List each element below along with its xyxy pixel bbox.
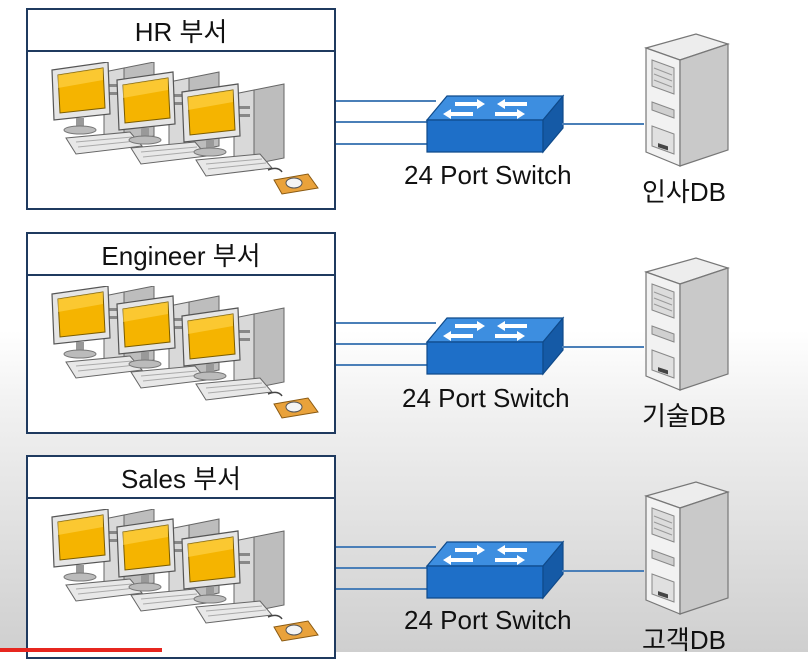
link-line [336,121,436,123]
workstations-group-icon [51,62,319,195]
workstations-group-icon [51,286,319,419]
dept-title-engineer: Engineer 부서 [28,234,334,276]
link-line [336,364,436,366]
link-line [336,143,436,145]
network-switch-icon [425,540,565,600]
video-progress-bar[interactable] [0,648,162,652]
link-line [562,346,644,348]
database-server-icon [644,481,730,615]
switch-label: 24 Port Switch [402,383,570,413]
dept-title-hr: HR 부서 [28,10,334,52]
link-line [336,588,436,590]
database-server-icon [644,33,730,167]
dept-title-sales: Sales 부서 [28,457,334,499]
database-server-icon [644,257,730,391]
switch-label: 24 Port Switch [404,605,572,635]
switch-label: 24 Port Switch [404,160,572,190]
dept-box-hr: HR 부서 [26,8,336,210]
link-line [336,546,436,548]
link-line [336,343,436,345]
network-switch-icon [425,316,565,376]
link-line [562,570,644,572]
network-switch-icon [425,94,565,154]
db-label: 인사DB [642,177,726,207]
db-label: 기술DB [642,401,726,431]
link-line [336,322,436,324]
dept-box-engineer: Engineer 부서 [26,232,336,434]
link-line [336,100,436,102]
db-label: 고객DB [642,625,726,655]
link-line [336,567,436,569]
link-line [562,123,644,125]
dept-box-sales: Sales 부서 [26,455,336,659]
workstations-group-icon [51,509,319,642]
